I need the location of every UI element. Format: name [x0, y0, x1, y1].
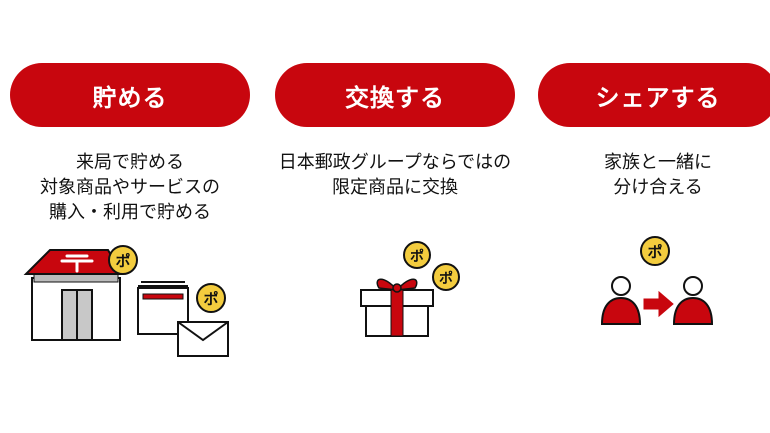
column-share: シェアする 家族と一緒に 分け合える ポ [538, 0, 770, 433]
coin-icon: ポ [403, 241, 431, 269]
save-description-line: 来局で貯める [76, 152, 184, 173]
exchange-description-line: 限定商品に交換 [332, 177, 458, 198]
exchange-description-line: 日本郵政グループならではの [278, 152, 512, 173]
share-illustration: ポ [538, 230, 770, 370]
share-description-line: 家族と一緒に [604, 152, 712, 173]
coin-icon: ポ [196, 283, 226, 313]
arrow-right-icon [643, 290, 674, 318]
coin-label: ポ [203, 290, 218, 308]
coin-label: ポ [115, 252, 130, 270]
coin-label: ポ [647, 243, 662, 261]
exchange-illustration: ポ ポ [275, 230, 515, 370]
coin-icon: ポ [640, 236, 670, 266]
coin-icon: ポ [432, 263, 460, 291]
exchange-button[interactable]: 交換する [275, 63, 515, 127]
save-description-line: 購入・利用で貯める [49, 202, 211, 223]
share-description-line: 分け合える [613, 177, 703, 198]
coin-label: ポ [439, 270, 453, 287]
exchange-description: 日本郵政グループならではの 限定商品に交換 [255, 150, 535, 200]
save-description-line: 対象商品やサービスの [40, 177, 220, 198]
gift-box-icon [360, 278, 434, 337]
coin-label: ポ [410, 248, 424, 265]
coin-icon: ポ [108, 245, 138, 275]
column-save: 貯める 来局で貯める 対象商品やサービスの 購入・利用で貯める ポ [10, 0, 250, 433]
person-icon [672, 276, 714, 325]
save-illustration: ポ ポ [10, 230, 250, 370]
envelope-icon [137, 281, 229, 357]
share-button[interactable]: シェアする [538, 63, 770, 127]
save-description: 来局で貯める 対象商品やサービスの 購入・利用で貯める [0, 150, 270, 225]
save-button[interactable]: 貯める [10, 63, 250, 127]
post-office-icon [23, 249, 124, 341]
person-icon [600, 276, 642, 325]
column-exchange: 交換する 日本郵政グループならではの 限定商品に交換 ポ ポ [275, 0, 515, 433]
share-description: 家族と一緒に 分け合える [518, 150, 770, 200]
